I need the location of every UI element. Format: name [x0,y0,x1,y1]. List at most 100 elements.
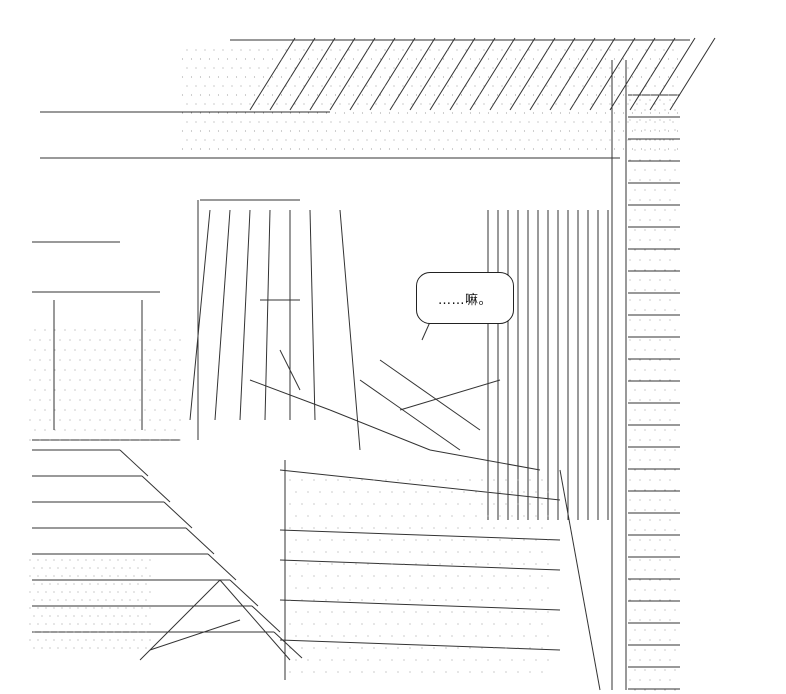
roof-texture-dot [433,148,436,150]
ground-dot [137,615,139,617]
ground-dot [37,639,39,641]
roof-texture-dot [339,103,341,105]
right-wall-dot [674,629,676,631]
fence-dot [119,439,121,441]
roof-texture-dot [672,121,674,123]
roof-hatch-line [509,37,556,111]
arm-line [359,379,461,451]
roof-texture-dot [231,103,233,105]
ground-dot [85,639,87,641]
ground-dot [85,591,87,593]
roof-texture-dot [451,130,454,132]
fence-dot [99,419,101,421]
ground-dot [89,567,91,569]
right-wall-dot [644,269,646,271]
ground-dot [29,639,31,641]
right-wall-dot [639,199,641,201]
figure-cloth-dot [385,503,387,505]
roof-texture-dot [559,130,562,132]
roof-texture-dot [186,49,188,51]
fence-dot [144,369,146,371]
roof-texture-dot [330,139,332,141]
right-wall-dot [639,579,641,581]
ground-dot [89,599,91,601]
ground-dot [101,575,103,577]
roof-texture-dot [348,139,350,141]
fence-dot [59,419,61,421]
roof-texture-dot [321,85,323,87]
right-wall-dot [649,99,651,101]
roof-texture-dot [393,121,395,123]
roof-texture-dot [474,139,476,141]
figure-cloth-dot [307,491,309,493]
arm-line [379,359,481,431]
figure-cloth-dot [313,551,315,553]
right-wall-dot [654,489,656,491]
roof-texture-dot [537,85,539,87]
figure-cloth-dot [457,647,459,649]
right-wall-dot [659,299,661,301]
roof-texture-dot [555,103,557,105]
ground-dot [69,591,71,593]
fence-dot [104,389,106,391]
roof-texture-dot [532,76,535,78]
fence-dot [44,369,46,371]
roof-texture-dot [649,112,652,114]
ground-dot [61,607,63,609]
right-wall-dot [639,599,641,601]
right-wall-dot [644,569,646,571]
roof-texture-dot [676,58,679,60]
figure-cloth-dot [337,527,339,529]
ground-dot [141,623,143,625]
figure-cloth-dot [385,527,387,529]
roof-texture-dot [573,121,575,123]
figure-arm-line [329,409,431,451]
roof-texture-dot [501,139,503,141]
roof-texture-dot [217,130,220,132]
roof-texture-dot [636,85,638,87]
figure-cloth-dot [505,503,507,505]
ground-dot [125,607,127,609]
figure-cloth-dot [289,503,291,505]
figure-cloth-dot [337,623,339,625]
roof-texture-dot [492,67,494,69]
fence-dot [114,349,116,351]
right-wall-dot [674,649,676,651]
right-wall-dot [634,389,636,391]
figure-cloth-dot [547,659,549,661]
roof-hatch-line [629,37,676,111]
hair-strand [189,209,211,421]
roof-texture-dot [240,121,242,123]
right-wall-dot [639,139,641,141]
ground-dot [105,615,107,617]
fence-dot [169,399,171,401]
fence-dot [84,389,86,391]
roof-texture-dot [420,139,422,141]
roof-texture-dot [316,76,319,78]
ground-dot [125,623,127,625]
figure-cloth-dot [499,587,501,589]
roof-texture-dot [447,139,449,141]
right-wall-dot [654,349,656,351]
roof-texture-dot [618,67,620,69]
roof-texture-dot [357,103,359,105]
ground-dot [109,591,111,593]
right-wall-dot [644,169,646,171]
right-wall-dot [674,149,676,151]
roof-texture-dot [564,121,566,123]
figure-cloth-dot [379,491,381,493]
ground-dot [145,631,147,633]
roof-texture-dot [496,148,499,150]
roof-texture-dot [402,67,404,69]
right-wall-dot [659,479,661,481]
right-wall-dot [639,319,641,321]
roof-texture-dot [424,58,427,60]
roof-texture-dot [456,67,458,69]
figure-cloth-dot [385,479,387,481]
figure-cloth-dot [457,599,459,601]
roof-texture-dot [204,85,206,87]
roof-texture-dot [568,112,571,114]
figure-cloth-dot [295,491,297,493]
right-wall-dot [669,479,671,481]
figure-cloth-dot [445,551,447,553]
